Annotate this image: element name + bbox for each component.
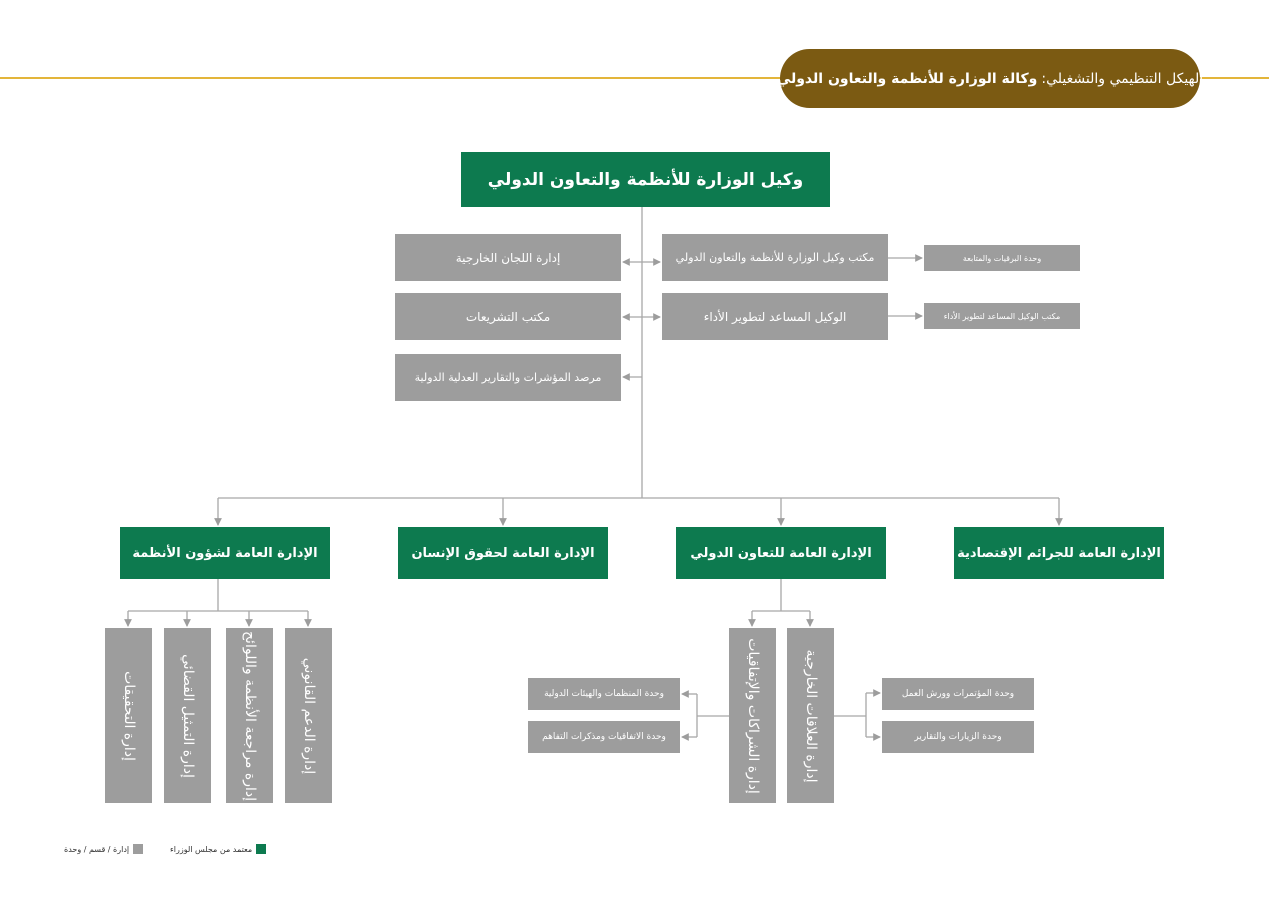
legend-unit: إدارة / قسم / وحدة xyxy=(64,843,144,855)
external-committees-box: إدارة اللجان الخارجية xyxy=(395,234,621,281)
indicators-observatory-box: مرصد المؤشرات والتقارير العدلية الدولية xyxy=(395,354,621,401)
assistant-undersecretary-box: الوكيل المساعد لتطوير الأداء xyxy=(662,293,888,340)
judicial-representation-dept-label: إدارة التمثيل القضائي xyxy=(179,653,196,778)
partnerships-dept-label: إدارة الشراكات والإتفاقيات xyxy=(744,637,761,794)
legend-unit-label: إدارة / قسم / وحدة xyxy=(64,844,130,854)
conferences-unit-box: وحدة المؤتمرات وورش العمل xyxy=(882,678,1034,710)
legend-green-swatch xyxy=(256,844,267,854)
judicial-representation-dept-box: إدارة التمثيل القضائي xyxy=(164,628,211,803)
human-rights-box: الإدارة العامة لحقوق الإنسان xyxy=(398,527,608,579)
legal-support-dept-box: إدارة الدعم القانوني xyxy=(285,628,332,803)
visits-reports-unit-box: وحدة الزيارات والتقارير xyxy=(882,721,1034,753)
legend-approved-label: معتمد من مجلس الوزراء xyxy=(170,844,253,854)
assistant-office-box: مكتب الوكيل المساعد لتطوير الأداء xyxy=(924,303,1080,329)
agreements-unit-box: وحدة الاتفاقيات ومذكرات التفاهم xyxy=(528,721,680,753)
header-title: وكالة الوزارة للأنظمة والتعاون الدولي xyxy=(776,70,1038,87)
undersecretary-office-box: مكتب وكيل الوزارة للأنظمة والتعاون الدول… xyxy=(662,234,888,281)
external-relations-dept-box: إدارة العلاقات الخارجية xyxy=(787,628,834,803)
regulations-review-dept-label: إدارة مراجعة الأنظمة واللوائح xyxy=(241,630,258,801)
legend-approved: معتمد من مجلس الوزراء xyxy=(170,843,267,855)
header-title-pill: الهيكل التنظيمي والتشغيلي: وكالة الوزارة… xyxy=(776,49,1204,108)
partnerships-dept-box: إدارة الشراكات والإتفاقيات xyxy=(729,628,776,803)
header-divider-line xyxy=(0,77,1269,79)
international-cooperation-box: الإدارة العامة للتعاون الدولي xyxy=(676,527,886,579)
investigations-dept-label: إدارة التحقيقات xyxy=(120,670,137,761)
external-relations-dept-label: إدارة العلاقات الخارجية xyxy=(802,648,819,783)
header-prefix: الهيكل التنظيمي والتشغيلي: xyxy=(1041,70,1204,87)
regulations-review-dept-box: إدارة مراجعة الأنظمة واللوائح xyxy=(226,628,273,803)
intl-organizations-unit-box: وحدة المنظمات والهيئات الدولية xyxy=(528,678,680,710)
systems-affairs-box: الإدارة العامة لشؤون الأنظمة xyxy=(120,527,330,579)
economic-crimes-box: الإدارة العامة للجرائم الإقتصادية xyxy=(954,527,1164,579)
legal-support-dept-label: إدارة الدعم القانوني xyxy=(300,657,317,774)
telegrams-unit-box: وحدة البرقيات والمتابعة xyxy=(924,245,1080,271)
legislation-office-box: مكتب التشريعات xyxy=(395,293,621,340)
undersecretary-box: وكيل الوزارة للأنظمة والتعاون الدولي xyxy=(461,152,830,207)
legend-gray-swatch xyxy=(133,844,144,854)
investigations-dept-box: إدارة التحقيقات xyxy=(105,628,152,803)
